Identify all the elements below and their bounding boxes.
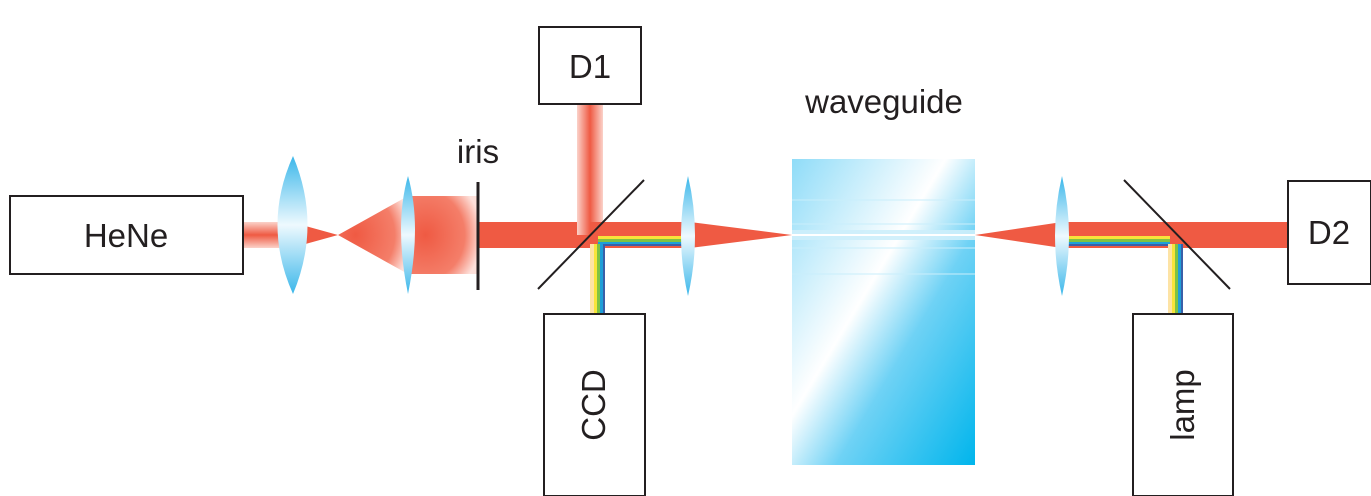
hene-label: HeNe [84, 217, 168, 254]
ccd-box [543, 313, 646, 496]
waveguide-chip [792, 159, 975, 465]
detector-d2-box [1287, 180, 1371, 285]
laser-beam-diverging [338, 196, 408, 274]
d1-label: D1 [569, 48, 611, 85]
lens-2 [401, 176, 415, 294]
laser-beam-path [243, 104, 1288, 274]
lens-1 [277, 156, 308, 294]
laser-beam-focus-in [690, 222, 792, 248]
beam-splitter-1 [537, 179, 645, 290]
lamp-label: lamp [1164, 369, 1201, 441]
hene-laser-box [9, 195, 244, 275]
detector-d1-box [538, 26, 642, 105]
waveguide [792, 159, 975, 465]
white-light-path [590, 236, 1183, 314]
lens-4 [1055, 176, 1069, 296]
beam-splitter-2 [1123, 179, 1231, 290]
lamp-box [1132, 313, 1234, 496]
laser-beam-expanded [408, 196, 478, 274]
waveguide-label: waveguide [804, 83, 963, 120]
lens-3 [681, 176, 695, 296]
ccd-label: CCD [575, 369, 612, 441]
laser-beam-after-iris [478, 222, 590, 248]
laser-beam-to-d1 [577, 104, 603, 235]
iris-label: iris [457, 133, 499, 170]
laser-beam-focus-out [975, 222, 1062, 248]
d2-label: D2 [1308, 214, 1350, 251]
